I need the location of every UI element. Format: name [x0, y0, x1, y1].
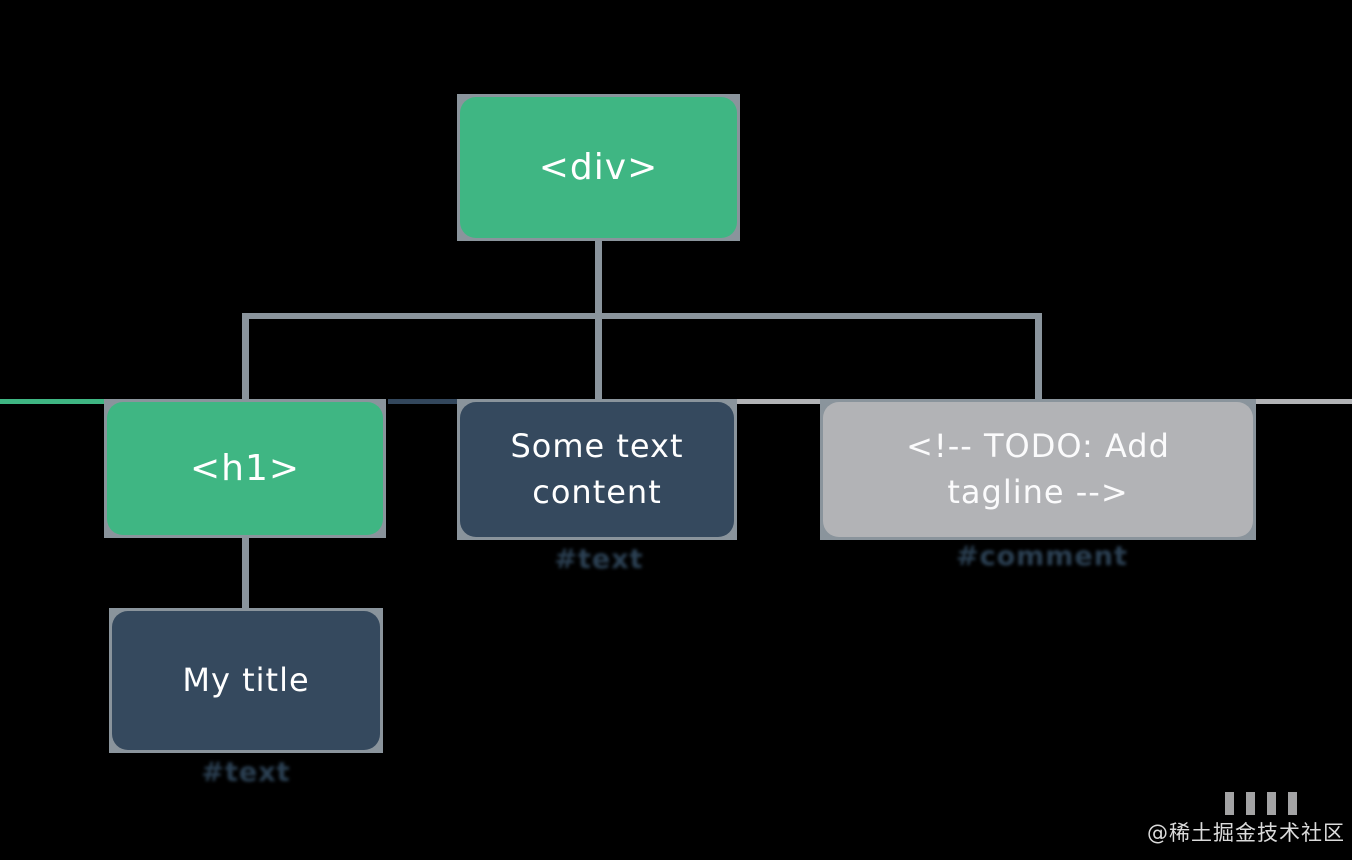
- connector-div-stem: [595, 238, 602, 318]
- node-comment: <!-- TODO: Add tagline -->: [820, 399, 1256, 540]
- watermark: @稀土掘金技术社区: [1147, 792, 1345, 847]
- connector-drop-h1: [242, 313, 249, 403]
- node-h1: <h1>: [104, 399, 386, 538]
- annotation-comment-node: #comment: [956, 541, 1128, 572]
- annotation-text-node: #text: [554, 544, 644, 575]
- connector-h1-title: [242, 537, 249, 612]
- node-h1-label: <h1>: [189, 447, 301, 489]
- connector-drop-text: [595, 313, 602, 403]
- node-comment-label: <!-- TODO: Add tagline -->: [906, 427, 1170, 511]
- node-div-label: <div>: [538, 146, 659, 188]
- node-my-title: My title: [109, 608, 383, 753]
- node-text-content-label: Some text content: [510, 427, 684, 511]
- node-my-title-label: My title: [182, 660, 310, 699]
- watermark-bars-icon: [1225, 792, 1297, 815]
- connector-horizontal: [242, 313, 1042, 319]
- annotation-title-text-node: #text: [201, 757, 291, 788]
- node-div: <div>: [457, 94, 740, 241]
- connector-drop-comment: [1035, 313, 1042, 403]
- node-text-content: Some text content: [457, 399, 737, 540]
- watermark-text: @稀土掘金技术社区: [1147, 821, 1345, 845]
